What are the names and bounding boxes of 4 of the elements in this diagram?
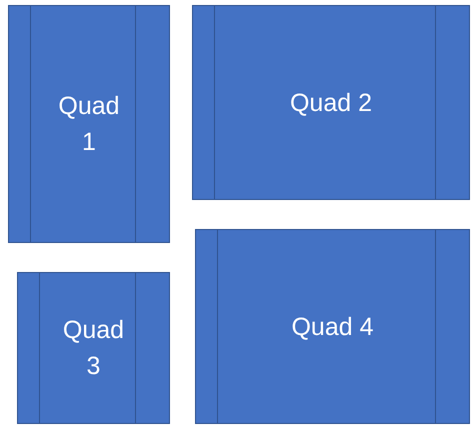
process-box: Quad 3 (17, 272, 170, 424)
process-box: Quad 2 (192, 5, 470, 200)
process-box: Quad 1 (8, 5, 170, 243)
process-box: Quad 4 (195, 229, 470, 424)
